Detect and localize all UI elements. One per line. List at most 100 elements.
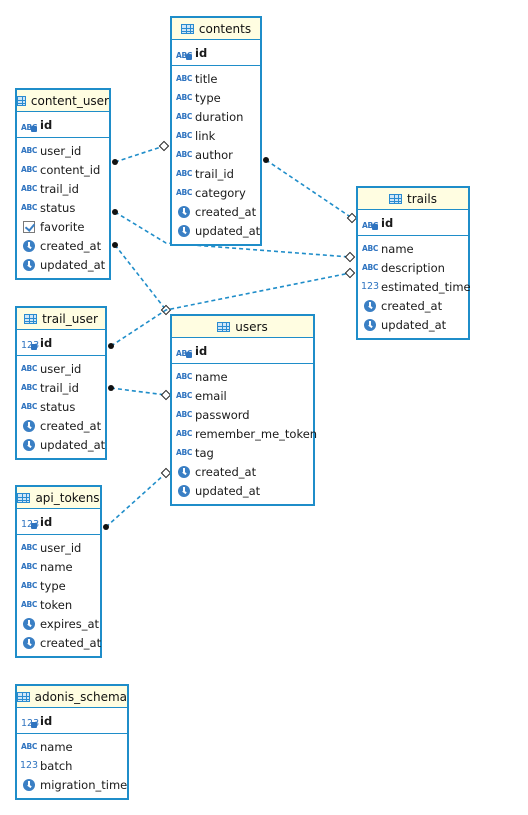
column-row[interactable]: updated_at — [17, 435, 105, 454]
column-row[interactable]: created_at — [17, 416, 105, 435]
column-name: type — [40, 578, 66, 593]
column-row[interactable]: updated_at — [172, 481, 313, 500]
column-name: token — [40, 597, 73, 612]
column-row[interactable]: created_at — [358, 296, 468, 315]
string-type-icon: ABC — [175, 111, 193, 121]
string-type-icon: ABC — [20, 542, 38, 552]
column-name: id — [195, 343, 208, 358]
column-row[interactable]: migration_time — [17, 775, 127, 794]
column-name: name — [195, 369, 228, 384]
column-name: tag — [195, 445, 214, 460]
relation-content-user-contents[interactable] — [114, 145, 165, 163]
column-row[interactable]: created_at — [172, 202, 260, 221]
column-name: user_id — [40, 361, 82, 376]
entity-api-tokens[interactable]: api_tokens123idABCuser_idABCnameABCtypeA… — [15, 485, 102, 658]
column-name: updated_at — [195, 483, 261, 498]
column-row[interactable]: created_at — [172, 462, 313, 481]
entity-header[interactable]: users — [172, 316, 313, 338]
datetime-type-icon — [21, 438, 37, 451]
string-type-icon: ABC — [20, 164, 38, 174]
entity-header[interactable]: trails — [358, 188, 468, 210]
entity-header[interactable]: content_user — [17, 90, 109, 112]
column-name: created_at — [40, 238, 102, 253]
column-row[interactable]: created_at — [17, 236, 109, 255]
entity-trail-user[interactable]: trail_user 123idABCuser_idABCtrail_idABCs… — [15, 306, 107, 460]
column-name: name — [381, 241, 414, 256]
primary-key-section: 123id — [17, 708, 127, 734]
entity-header[interactable]: contents — [172, 18, 260, 40]
relation-source-dot — [112, 159, 118, 165]
number-type-icon: 123 — [360, 280, 380, 292]
datetime-type-icon — [21, 636, 37, 649]
string-type-icon: ABC — [361, 262, 379, 272]
string-type-icon: ABC — [175, 409, 193, 419]
primary-key-number-icon: 123 — [21, 516, 39, 529]
primary-key-column[interactable]: 123id — [17, 512, 100, 531]
relation-content-user-users[interactable] — [114, 244, 167, 311]
relation-contents-trails[interactable] — [265, 159, 353, 219]
entity-title: users — [235, 319, 268, 334]
relation-target-diamond — [344, 267, 356, 279]
relation-source-dot — [263, 157, 269, 163]
primary-key-column[interactable]: 123id — [17, 333, 105, 352]
column-name: updated_at — [195, 223, 261, 238]
entity-adonis-schema[interactable]: adonis_schema 123idABCname123batchmigrati… — [15, 684, 129, 800]
column-row[interactable]: updated_at — [358, 315, 468, 334]
entity-header[interactable]: api_tokens — [17, 487, 100, 509]
column-row[interactable]: favorite — [17, 217, 109, 236]
column-row[interactable]: expires_at — [17, 614, 100, 633]
relation-trail-user-users[interactable] — [110, 387, 167, 396]
relation-source-dot — [103, 524, 109, 530]
column-row[interactable]: updated_at — [17, 255, 109, 274]
column-name: created_at — [195, 204, 257, 219]
column-row[interactable]: updated_at — [172, 221, 260, 240]
entity-header[interactable]: adonis_schema — [17, 686, 127, 708]
column-name: batch — [40, 758, 73, 773]
column-row[interactable]: created_at — [17, 633, 101, 652]
relation-api-tokens-users[interactable] — [105, 472, 167, 528]
relation-source-dot — [108, 385, 114, 391]
column-name: password — [195, 407, 250, 422]
primary-key-column[interactable]: 123id — [17, 711, 127, 730]
entity-header[interactable]: trail_user — [17, 308, 105, 330]
column-name: id — [40, 335, 53, 350]
